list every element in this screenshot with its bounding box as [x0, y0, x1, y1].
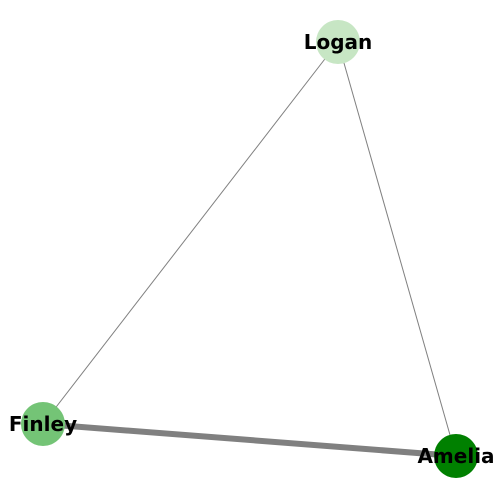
node-amelia-label: Amelia	[417, 444, 494, 468]
edge-logan-amelia	[337, 41, 457, 457]
node-logan[interactable]: Logan	[304, 20, 373, 64]
node-amelia[interactable]: Amelia	[417, 434, 495, 478]
edge-logan-finley	[42, 41, 339, 425]
nodes-layer: Logan Finley Amelia	[9, 20, 495, 478]
node-amelia-circle	[434, 434, 478, 478]
node-finley-circle	[21, 402, 65, 446]
edges-layer	[42, 41, 457, 459]
node-logan-circle	[316, 20, 360, 64]
node-logan-label: Logan	[304, 30, 373, 54]
node-finley-label: Finley	[9, 412, 77, 436]
edge-finley-amelia	[42, 421, 457, 459]
node-finley[interactable]: Finley	[9, 402, 77, 446]
